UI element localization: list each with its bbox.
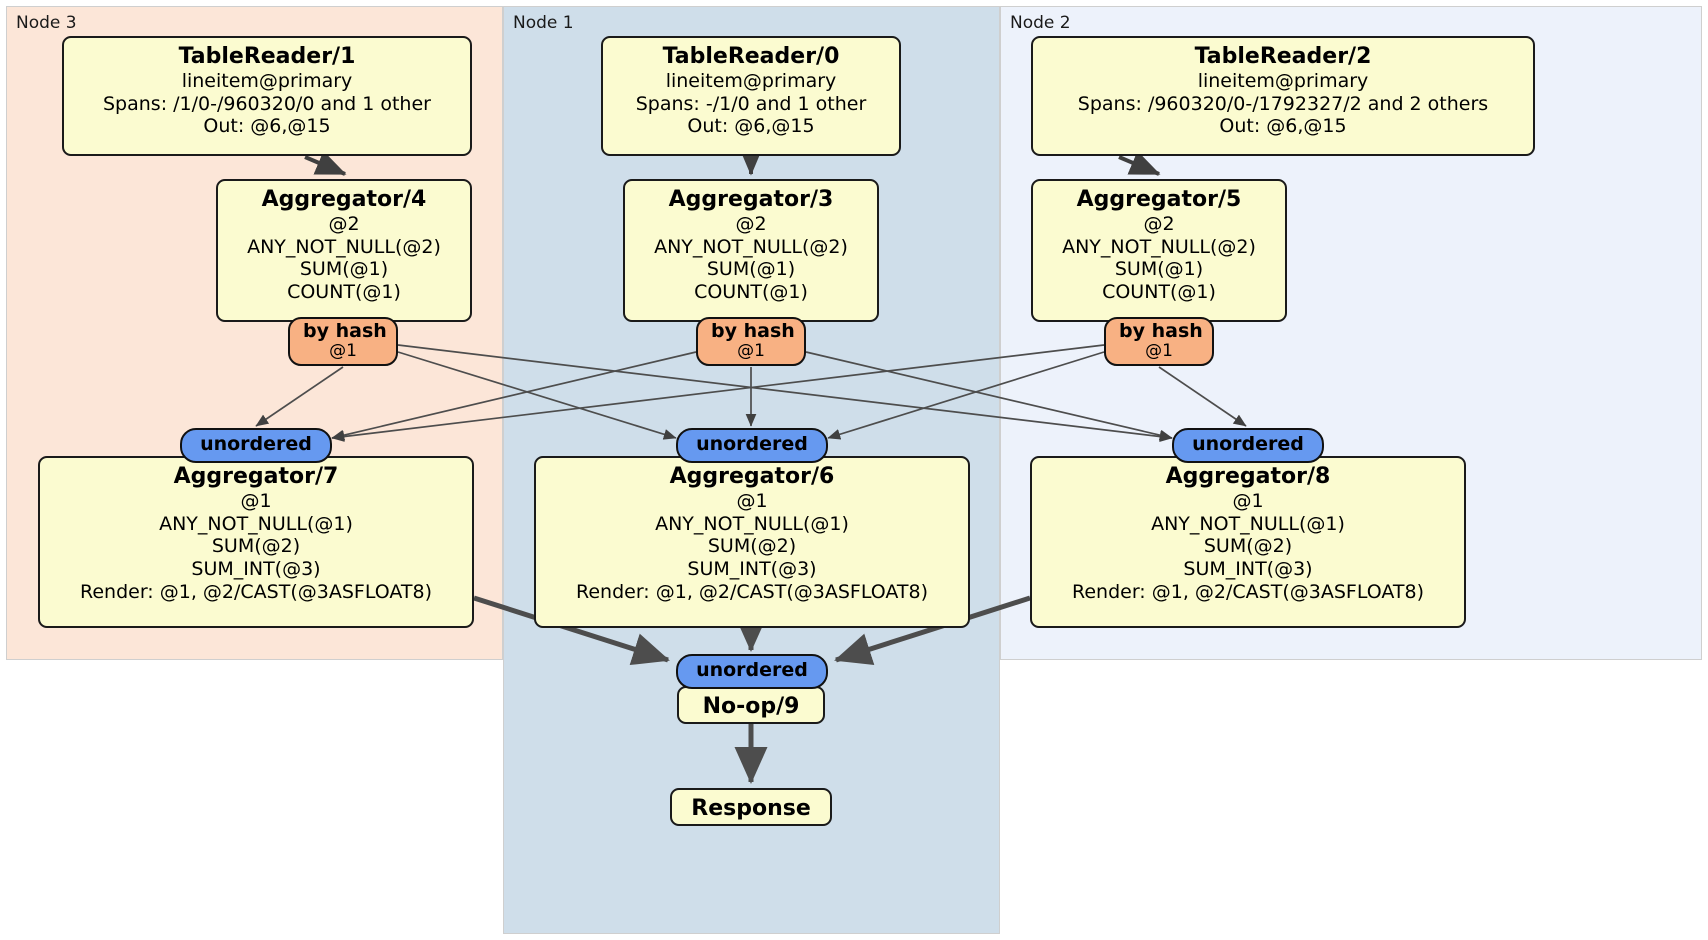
processor-response[interactable]: Response — [670, 788, 832, 826]
processor-detail-line: @1 — [1232, 489, 1264, 512]
processor-title: Aggregator/5 — [1076, 187, 1242, 212]
processor-detail-line: Out: @6,@15 — [203, 115, 331, 138]
processor-detail-line: @1 — [240, 489, 272, 512]
processor-detail-line: SUM(@1) — [706, 258, 796, 281]
processor-detail-line: @1 — [736, 489, 768, 512]
processor-detail-line: lineitem@primary — [665, 69, 837, 92]
processor-detail-line: Out: @6,@15 — [1219, 115, 1347, 138]
unordered-synchronizer-un6[interactable]: unordered — [676, 428, 828, 463]
processor-detail-line: Out: @6,@15 — [687, 115, 815, 138]
processor-title: TableReader/0 — [662, 44, 840, 69]
processor-detail-line: ANY_NOT_NULL(@1) — [159, 512, 353, 535]
processor-detail-line: Spans: /960320/0-/1792327/2 and 2 others — [1077, 92, 1489, 115]
processor-detail-line: SUM(@2) — [211, 535, 301, 558]
unordered-synchronizer-unfinal[interactable]: unordered — [676, 654, 828, 689]
hash-router-column: @1 — [329, 341, 357, 362]
processor-detail-line: ANY_NOT_NULL(@1) — [1151, 512, 1345, 535]
processor-detail-line: Render: @1, @2/CAST(@3ASFLOAT8) — [80, 581, 432, 604]
node-label-node3: Node 3 — [16, 13, 77, 33]
processor-title: Response — [691, 796, 811, 821]
processor-detail-line: Spans: /1/0-/960320/0 and 1 other — [103, 92, 431, 115]
hash-router-badge-hash5[interactable]: by hash@1 — [1104, 317, 1214, 367]
processor-detail-line: SUM_INT(@3) — [1183, 558, 1313, 581]
unordered-synchronizer-un7[interactable]: unordered — [180, 428, 332, 463]
processor-title: TableReader/1 — [178, 44, 356, 69]
processor-title: No-op/9 — [702, 694, 800, 719]
processor-detail-line: SUM_INT(@3) — [687, 558, 817, 581]
processor-detail-line: @2 — [735, 212, 767, 235]
processor-noop9[interactable]: No-op/9 — [677, 686, 825, 724]
hash-router-label: by hash — [303, 320, 387, 342]
hash-router-column: @1 — [737, 341, 765, 362]
processor-title: Aggregator/7 — [173, 464, 339, 489]
processor-detail-line: COUNT(@1) — [287, 281, 401, 304]
processor-detail-line: ANY_NOT_NULL(@2) — [247, 235, 441, 258]
processor-title: Aggregator/8 — [1165, 464, 1331, 489]
processor-detail-line: ANY_NOT_NULL(@2) — [1062, 235, 1256, 258]
processor-detail-line: SUM(@2) — [1203, 535, 1293, 558]
processor-detail-line: Render: @1, @2/CAST(@3ASFLOAT8) — [1072, 581, 1424, 604]
processor-detail-line: SUM(@2) — [707, 535, 797, 558]
processor-title: Aggregator/4 — [261, 187, 427, 212]
node-label-node2: Node 2 — [1010, 13, 1071, 33]
processor-detail-line: Render: @1, @2/CAST(@3ASFLOAT8) — [576, 581, 928, 604]
processor-detail-line: COUNT(@1) — [1102, 281, 1216, 304]
processor-title: TableReader/2 — [1194, 44, 1372, 69]
hash-router-badge-hash3[interactable]: by hash@1 — [696, 317, 806, 367]
hash-router-column: @1 — [1145, 341, 1173, 362]
processor-detail-line: SUM_INT(@3) — [191, 558, 321, 581]
processor-detail-line: Spans: -/1/0 and 1 other — [635, 92, 867, 115]
processor-title: Aggregator/3 — [668, 187, 834, 212]
processor-detail-line: @2 — [328, 212, 360, 235]
processor-detail-line: COUNT(@1) — [694, 281, 808, 304]
hash-router-label: by hash — [711, 320, 795, 342]
processor-detail-line: ANY_NOT_NULL(@2) — [654, 235, 848, 258]
hash-router-label: by hash — [1119, 320, 1203, 342]
processor-detail-line: @2 — [1143, 212, 1175, 235]
processor-title: Aggregator/6 — [669, 464, 835, 489]
processor-detail-line: SUM(@1) — [1114, 258, 1204, 281]
node-label-node1: Node 1 — [513, 13, 574, 33]
hash-router-badge-hash4[interactable]: by hash@1 — [288, 317, 398, 367]
processor-detail-line: lineitem@primary — [1197, 69, 1369, 92]
processor-detail-line: ANY_NOT_NULL(@1) — [655, 512, 849, 535]
unordered-synchronizer-un8[interactable]: unordered — [1172, 428, 1324, 463]
processor-detail-line: SUM(@1) — [299, 258, 389, 281]
processor-detail-line: lineitem@primary — [181, 69, 353, 92]
